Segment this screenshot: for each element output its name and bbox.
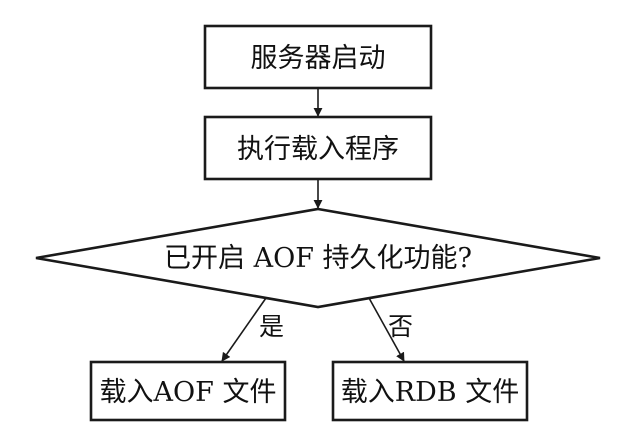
- decision-label: 已开启 AOF 持久化功能?: [164, 243, 472, 274]
- edge-label-yes: 是: [259, 312, 284, 341]
- load-aof-label: 载入AOF 文件: [100, 377, 277, 408]
- arrow-yes: [221, 297, 267, 362]
- load-rdb-box: [331, 360, 529, 422]
- edge-label-no: 否: [388, 312, 413, 341]
- arrow-no: [368, 297, 405, 362]
- start-box: [203, 24, 433, 90]
- load-rdb-label: 载入RDB 文件: [341, 377, 519, 408]
- decision-diamond: [35, 207, 601, 309]
- load-program-label: 执行载入程序: [237, 134, 399, 165]
- start-label: 服务器启动: [251, 43, 386, 74]
- load-program-box: [203, 115, 433, 181]
- load-aof-box: [89, 360, 287, 422]
